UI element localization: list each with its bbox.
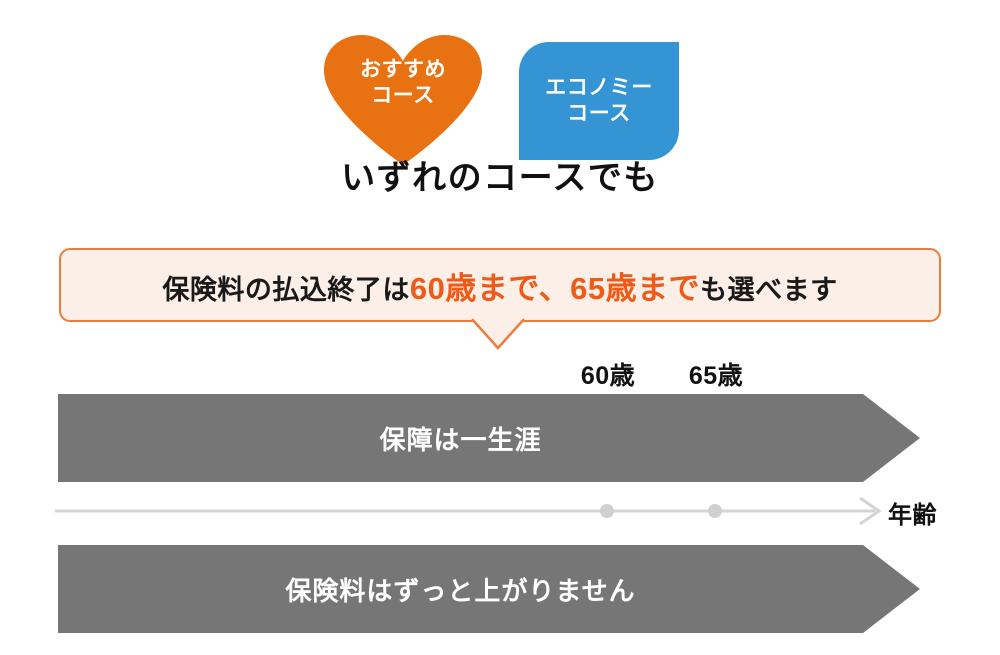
- callout-banner: 保険料の払込終了は60歳まで、65歳までも選べます: [59, 248, 941, 350]
- course-badges-group: おすすめ コース エコノミー コース: [0, 30, 1000, 165]
- callout-suffix: も選べます: [700, 274, 838, 305]
- timeline-tick-labels: 60歳 65歳: [0, 356, 1000, 390]
- right-arrow-shape: [58, 545, 920, 633]
- badge-economy-course-text: エコノミー コース: [545, 75, 653, 126]
- right-arrow-shape: [58, 394, 920, 482]
- badge-line-2: コース: [371, 83, 435, 107]
- timeline-tick-label-65: 65歳: [688, 362, 744, 390]
- coverage-arrow-bar-label: 保障は一生涯: [379, 424, 542, 455]
- timeline-tick-label-60: 60歳: [580, 362, 636, 390]
- callout-box: 保険料の払込終了は60歳まで、65歳までも選べます: [59, 248, 941, 322]
- callout-pointer-icon: [471, 318, 525, 350]
- callout-text: 保険料の払込終了は60歳まで、65歳までも選べます: [162, 263, 837, 308]
- badge-line-1: エコノミー: [545, 76, 653, 100]
- badge-economy-course: エコノミー コース: [519, 42, 679, 160]
- section-heading: いずれのコースでも: [341, 159, 659, 197]
- heart-icon: [324, 35, 482, 165]
- age-timeline-axis: [55, 492, 890, 530]
- premium-arrow-bar-label: 保険料はずっと上がりません: [285, 575, 636, 606]
- coverage-arrow-bar: 保障は一生涯: [58, 394, 920, 482]
- age-axis-label: 年齢: [888, 502, 937, 529]
- callout-highlight: 60歳まで、65歳まで: [409, 270, 701, 306]
- badge-recommended-course: おすすめ コース: [324, 35, 482, 165]
- premium-arrow-bar: 保険料はずっと上がりません: [58, 545, 920, 633]
- axis-line-icon: [55, 496, 882, 526]
- badge-line-2: コース: [567, 102, 631, 125]
- callout-prefix: 保険料の払込終了は: [162, 274, 410, 305]
- badge-line-1: おすすめ: [360, 58, 446, 81]
- badge-recommended-course-text: おすすめ コース: [324, 57, 482, 108]
